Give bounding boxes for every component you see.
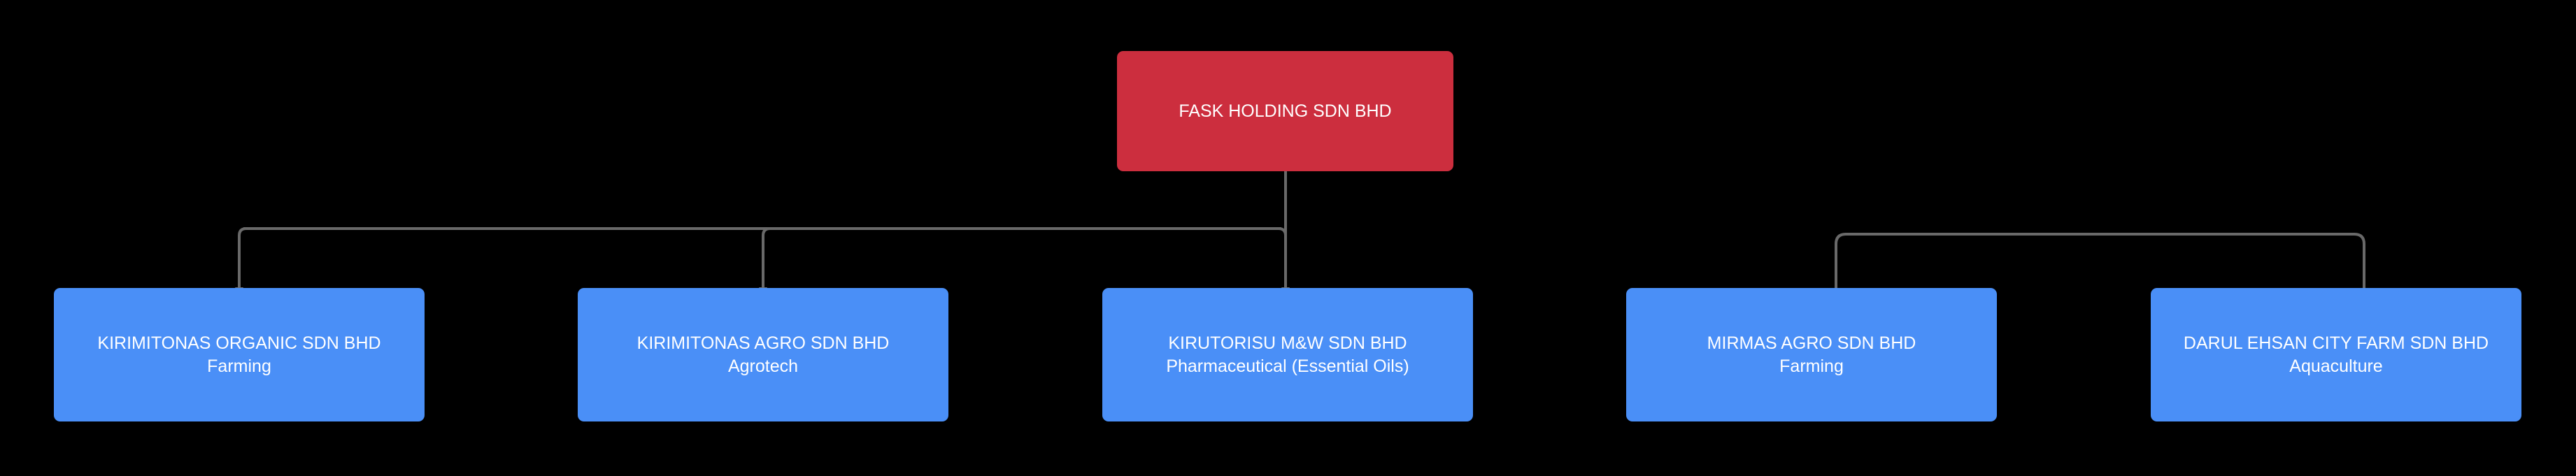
node-subtitle: Farming — [1779, 356, 1844, 376]
node-kirutorisu-mw[interactable]: KIRUTORISU M&W SDN BHD Pharmaceutical (E… — [1102, 288, 1473, 421]
edge-to-kirimitonas-agro — [759, 227, 771, 295]
node-title: KIRUTORISU M&W SDN BHD — [1168, 333, 1407, 353]
node-mirmas-agro[interactable]: MIRMAS AGRO SDN BHD Farming — [1626, 288, 1997, 421]
node-title: DARUL EHSAN CITY FARM SDN BHD — [2183, 333, 2489, 353]
node-title: KIRIMITONAS AGRO SDN BHD — [636, 333, 890, 353]
node-kirimitonas-organic[interactable]: KIRIMITONAS ORGANIC SDN BHD Farming — [54, 288, 425, 421]
node-subtitle: Agrotech — [727, 356, 799, 376]
node-kirimitonas-agro[interactable]: KIRIMITONAS AGRO SDN BHD Agrotech — [578, 288, 948, 421]
node-darul-ehsan-city-farm[interactable]: DARUL EHSAN CITY FARM SDN BHD Aquacultur… — [2151, 288, 2521, 421]
node-subtitle: Aquaculture — [2289, 356, 2383, 376]
edge-bus-corner — [1278, 227, 1287, 236]
edge-to-kirimitonas-organic — [235, 227, 247, 295]
node-title: KIRIMITONAS ORGANIC SDN BHD — [97, 333, 381, 353]
node-fask-holding[interactable]: FASK HOLDING SDN BHD — [1117, 51, 1453, 171]
node-subtitle: Farming — [207, 356, 271, 376]
node-title: MIRMAS AGRO SDN BHD — [1707, 333, 1916, 353]
edge-bridge-mirmas-darul — [1835, 233, 2365, 288]
node-title: FASK HOLDING SDN BHD — [1179, 101, 1392, 121]
node-subtitle: Pharmaceutical (Essential Oils) — [1166, 356, 1409, 376]
